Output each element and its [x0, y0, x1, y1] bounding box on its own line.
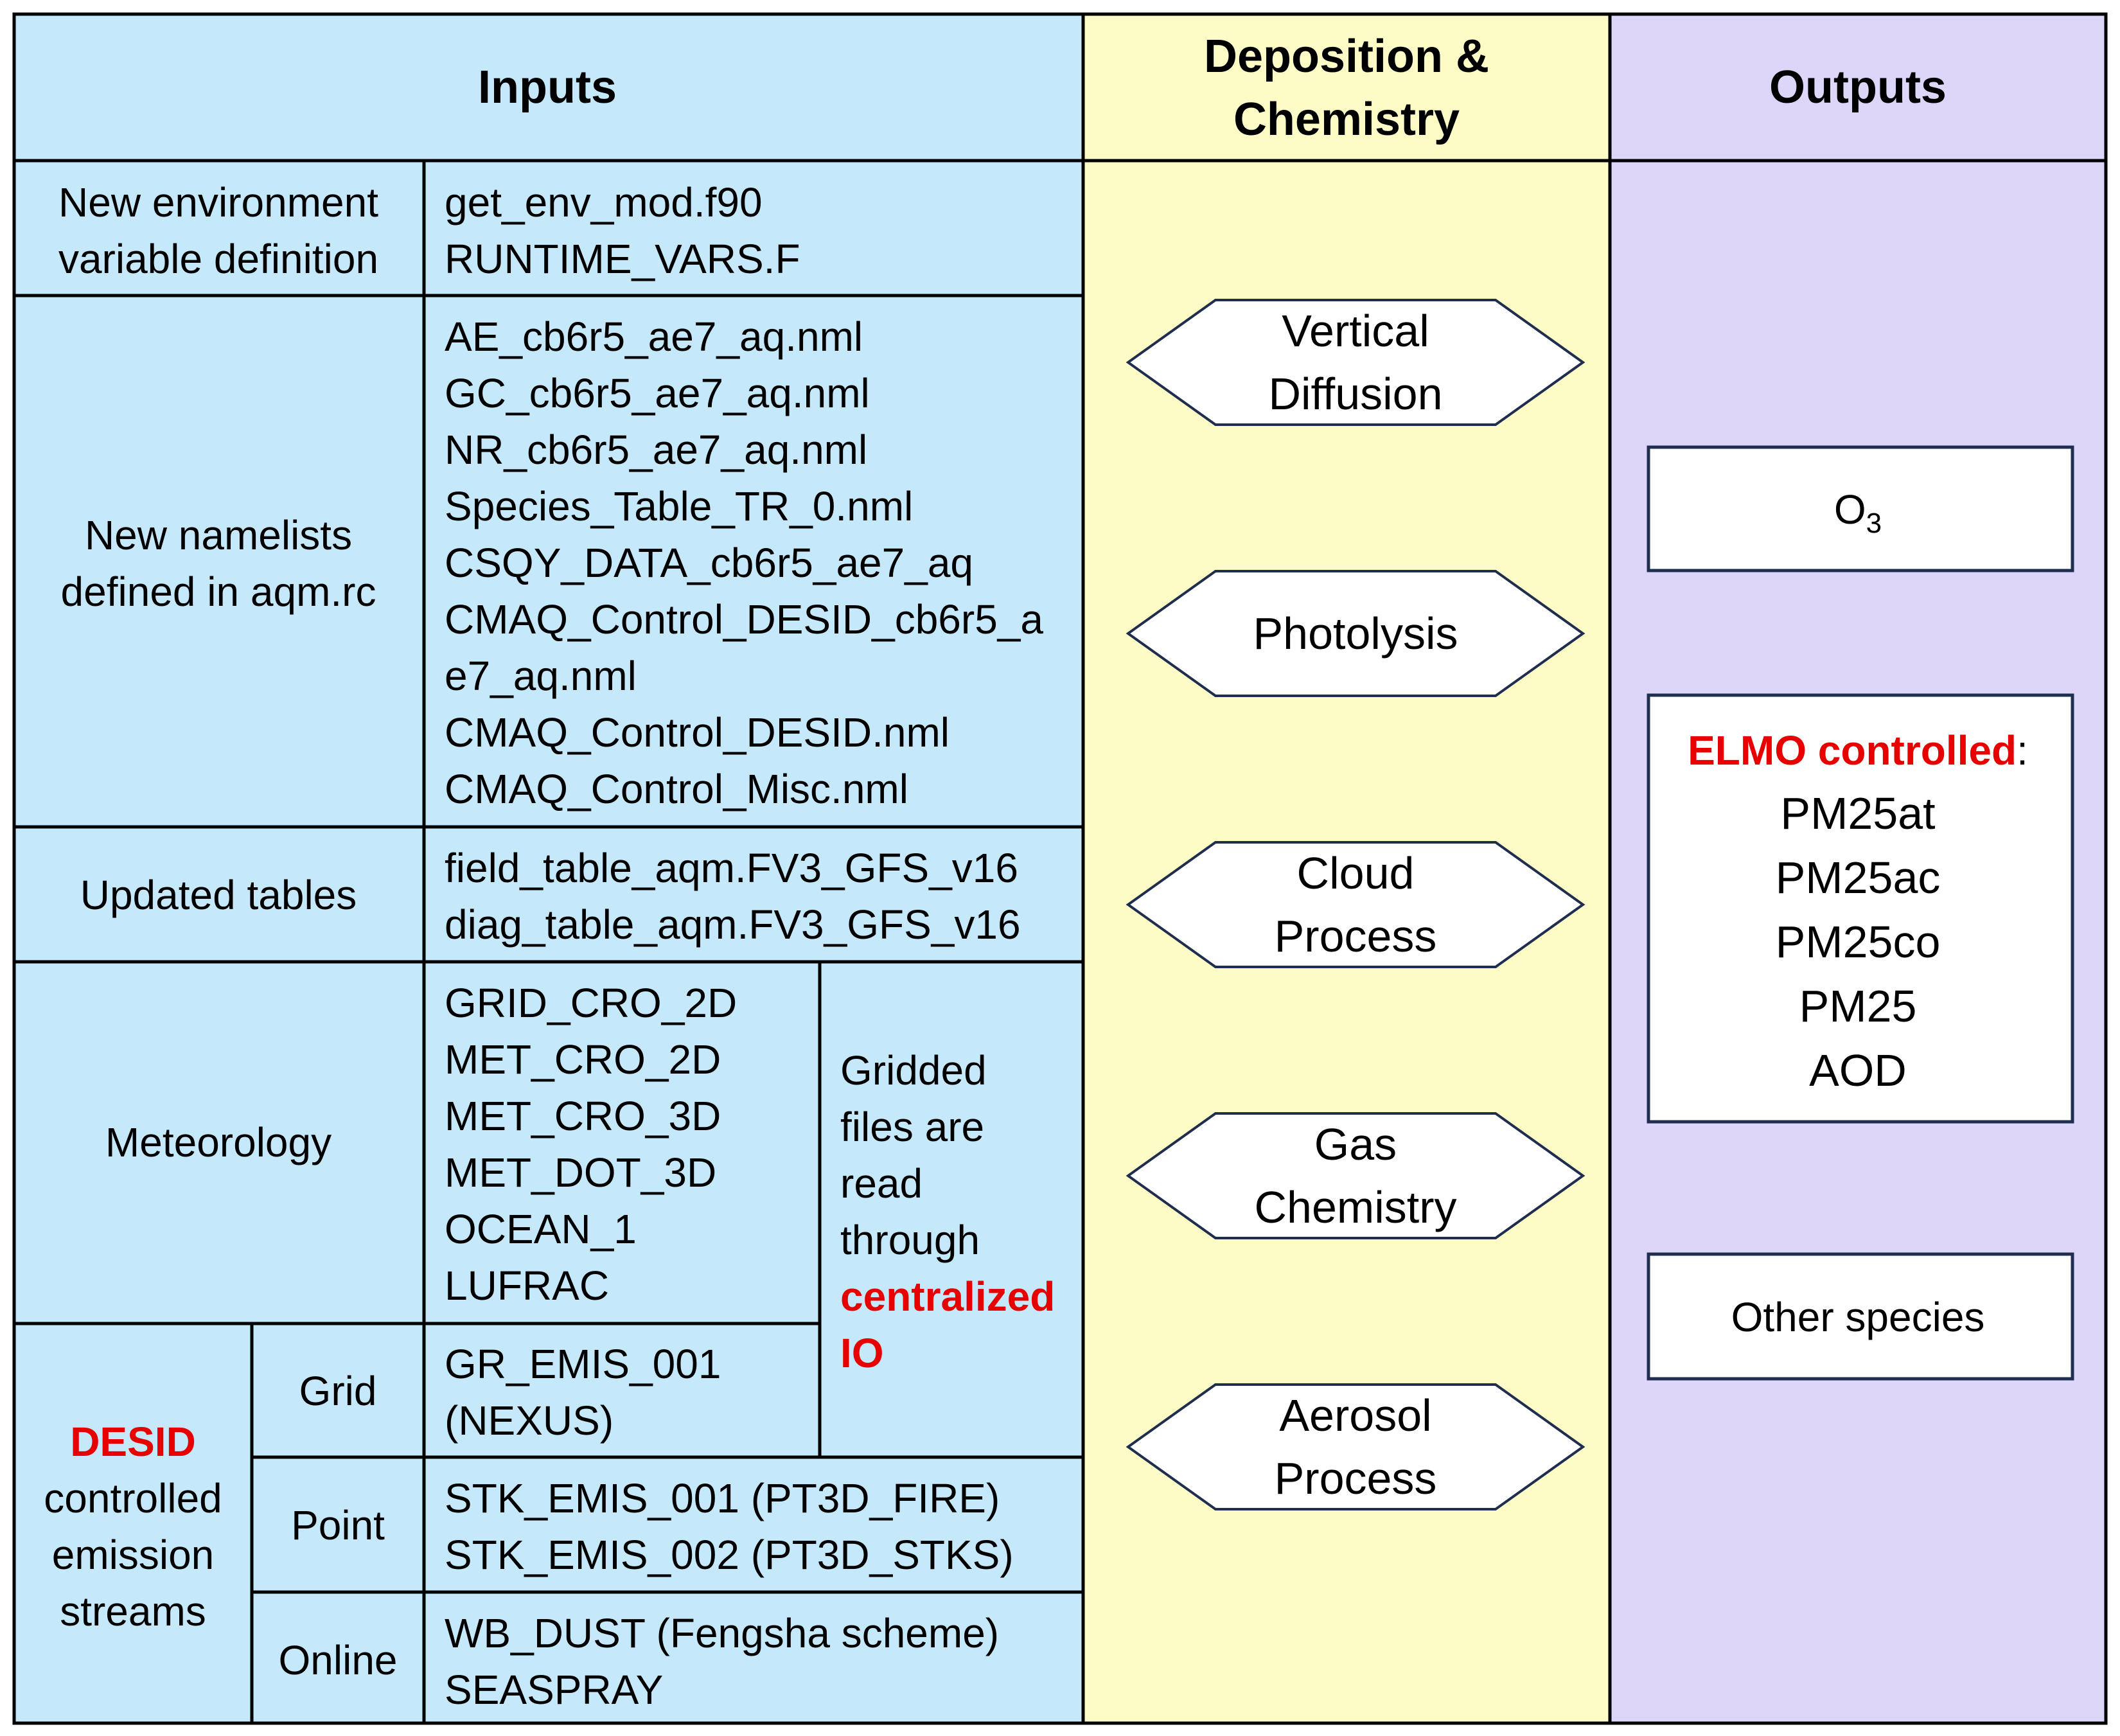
namelist-file: NR_cb6r5_ae7_aq.nml [445, 427, 867, 473]
inputs-header: Inputs [478, 62, 617, 113]
centralized-io-highlight: centralized [840, 1273, 1055, 1320]
table-file: diag_table_aqm.FV3_GFS_v16 [445, 901, 1021, 948]
outputs-header: Outputs [1769, 62, 1947, 113]
gridded-note-line: through [840, 1217, 980, 1263]
elmo-item: PM25at [1780, 788, 1935, 838]
namelist-file: AE_cb6r5_ae7_aq.nml [445, 314, 863, 360]
process-hexagon [1126, 1112, 1586, 1239]
elmo-item: PM25 [1799, 981, 1917, 1031]
desid-highlight: DESID [70, 1419, 196, 1465]
point-file: STK_EMIS_002 (PT3D_STKS) [445, 1532, 1014, 1578]
elmo-title: ELMO controlled: [1688, 727, 2028, 774]
namelist-file: CSQY_DATA_cb6r5_ae7_aq [445, 540, 973, 586]
process-hexagon [1126, 1383, 1586, 1510]
process-label: Chemistry [1254, 1182, 1456, 1232]
namelist-file: CMAQ_Control_DESID.nml [445, 709, 950, 756]
env-file: get_env_mod.f90 [445, 179, 763, 226]
met-file: OCEAN_1 [445, 1206, 637, 1252]
chemistry-header-line2: Chemistry [1233, 94, 1460, 145]
process-label: Process [1275, 1453, 1437, 1503]
inputs-column-bg [14, 14, 1083, 1723]
o3-box [1647, 445, 2074, 572]
process-label: Vertical [1282, 306, 1429, 356]
grid-label: Grid [299, 1368, 377, 1414]
namelists-label-line1: New namelists [85, 512, 352, 558]
namelist-file: CMAQ_Control_Misc.nml [445, 766, 908, 812]
env-file: RUNTIME_VARS.F [445, 236, 800, 282]
process-shapes: VerticalDiffusionPhotolysisCloudProcessG… [1126, 299, 1586, 1510]
elmo-highlight: ELMO controlled [1688, 727, 2017, 774]
met-file: GRID_CRO_2D [445, 980, 737, 1026]
centralized-io-highlight: IO [840, 1330, 884, 1376]
process-label: Process [1275, 911, 1437, 961]
tables-label: Updated tables [80, 872, 357, 918]
elmo-item: PM25co [1776, 917, 1941, 967]
process-hexagon [1126, 299, 1586, 426]
gridded-note-line: files are [840, 1104, 984, 1150]
grid-file: (NEXUS) [445, 1397, 614, 1444]
point-file: STK_EMIS_001 (PT3D_FIRE) [445, 1475, 1000, 1521]
o3-subscript: 3 [1866, 508, 1882, 539]
namelist-file: Species_Table_TR_0.nml [445, 483, 913, 529]
desid-label-line: emission [52, 1532, 215, 1578]
namelist-file: e7_aq.nml [445, 653, 637, 699]
process-hexagon [1126, 570, 1586, 697]
online-file: SEASPRAY [445, 1667, 663, 1713]
elmo-colon: : [2017, 727, 2028, 774]
other-species-box [1647, 1252, 2074, 1381]
other-species-label: Other species [1731, 1294, 1985, 1340]
point-label: Point [291, 1502, 385, 1548]
process-label: Diffusion [1268, 369, 1442, 419]
gridded-note-line: Gridded [840, 1047, 987, 1094]
chemistry-header-line1: Deposition & [1204, 31, 1489, 82]
env-label-line1: New environment [58, 179, 378, 226]
process-label: Gas [1314, 1119, 1397, 1169]
namelist-file: CMAQ_Control_DESID_cb6r5_a [445, 596, 1043, 642]
namelist-file: GC_cb6r5_ae7_aq.nml [445, 370, 870, 416]
elmo-item: AOD [1809, 1045, 1907, 1095]
elmo-item: PM25ac [1776, 853, 1941, 903]
table-grid [12, 12, 2108, 1725]
o3-base: O [1834, 486, 1866, 533]
process-label: Cloud [1297, 848, 1415, 898]
desid-label-line: streams [60, 1588, 206, 1634]
desid-label-line: controlled [44, 1475, 222, 1521]
env-label-line2: variable definition [58, 236, 378, 282]
o3-label: O3 [1834, 486, 1882, 539]
meteorology-label: Meteorology [105, 1119, 331, 1165]
met-file: LUFRAC [445, 1262, 609, 1309]
process-hexagon [1126, 841, 1586, 968]
elmo-box [1647, 693, 2074, 1124]
met-file: MET_DOT_3D [445, 1149, 716, 1196]
process-label: Aerosol [1279, 1390, 1431, 1440]
namelists-label-line2: defined in aqm.rc [61, 569, 376, 615]
table-file: field_table_aqm.FV3_GFS_v16 [445, 845, 1018, 891]
online-file: WB_DUST (Fengsha scheme) [445, 1610, 999, 1656]
grid-file: GR_EMIS_001 [445, 1341, 721, 1387]
online-label: Online [279, 1637, 398, 1683]
process-label: Photolysis [1253, 608, 1458, 659]
met-file: MET_CRO_2D [445, 1036, 721, 1083]
gridded-note-line: read [840, 1160, 923, 1207]
met-file: MET_CRO_3D [445, 1093, 721, 1139]
